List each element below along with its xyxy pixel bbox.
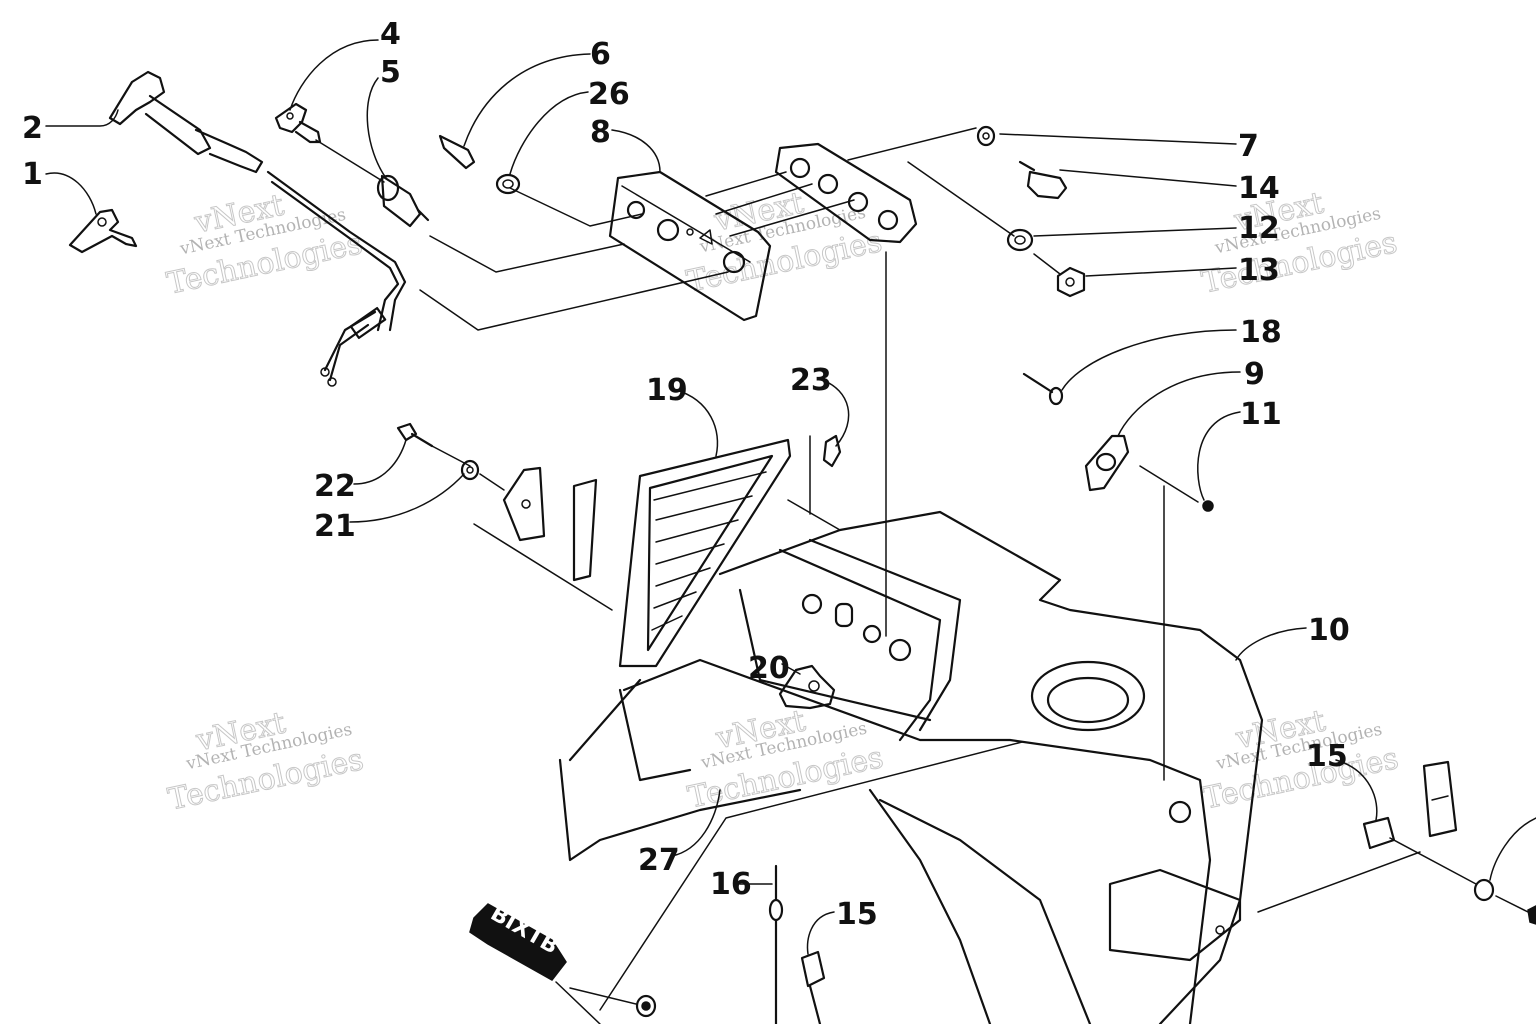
callout-7: 7 [1238,129,1259,164]
leader-lines [45,39,1536,1024]
part-6-screw [438,134,476,170]
callout-8: 8 [590,115,611,150]
callout-9: 9 [1244,357,1265,392]
part-9-grommet-plate [1084,434,1130,492]
callout-23: 23 [790,363,832,398]
callout-1: 1 [22,157,43,192]
callout-13: 13 [1238,253,1280,288]
part-8-panel-plate [608,170,772,322]
part-21-washer [460,459,480,481]
callout-12: 12 [1238,211,1280,246]
part-15-clip-bottom [800,950,826,1024]
callout-4: 4 [380,17,401,52]
part-26-washer [495,173,521,195]
callout-16: 16 [710,867,752,902]
callout-5: 5 [380,55,401,90]
part-12-lock-washer [1006,228,1034,252]
part-11-nut [1202,500,1214,512]
small-bracket [502,466,598,582]
callout-2: 2 [22,111,43,146]
part-7-nut [976,125,996,147]
watermark-bottom-right: vNext vNext Technologies Technologies [1199,703,1401,817]
watermark-top-left: vNext vNext Technologies Technologies [163,187,365,302]
callout-19: 19 [646,373,688,408]
part-14-toggle-switch [1018,160,1068,200]
callout-15-bottom: 15 [836,897,878,932]
watermark-bottom-center: vNext vNext Technologies Technologies [684,703,886,816]
part-1-lever [68,208,138,254]
watermark-top-center: vNext vNext Technologies Technologies [683,185,885,300]
part-23-clip [822,434,842,468]
callout-14: 14 [1238,171,1280,206]
callouts: 1 2 4 5 6 26 8 7 14 12 13 18 9 11 19 23 … [22,17,1350,932]
bottom-nut [635,994,657,1018]
callout-22: 22 [314,469,356,504]
assembly-lines [315,127,1529,1011]
decal-badge: BIXTB [469,901,567,981]
callout-10: 10 [1308,613,1350,648]
part-5-ignition-switch [376,174,430,228]
callout-15-right: 15 [1306,739,1348,774]
callout-27: 27 [638,843,680,878]
watermark-top-right: vNext vNext Technologies Technologies [1198,185,1400,301]
callout-6: 6 [590,37,611,72]
part-4-key [274,102,322,144]
watermark-bottom-left: vNext vNext Technologies Technologies [165,705,367,818]
part-19-louvered-grille [618,438,792,668]
callout-21: 21 [314,509,356,544]
callout-11: 11 [1240,397,1282,432]
part-2-throttle-lever-cable [108,70,407,387]
part-10-console-hood [558,510,1264,1024]
part-16-rivet [768,864,784,1024]
part-20-latch [778,664,836,710]
part-15-clip-right [1362,760,1536,925]
part-22-screw [396,422,434,448]
part-13-nut [1056,266,1086,298]
part-18-rivet [1022,372,1064,406]
callout-18: 18 [1240,315,1282,350]
callout-20: 20 [748,651,790,686]
callout-26: 26 [588,77,630,112]
